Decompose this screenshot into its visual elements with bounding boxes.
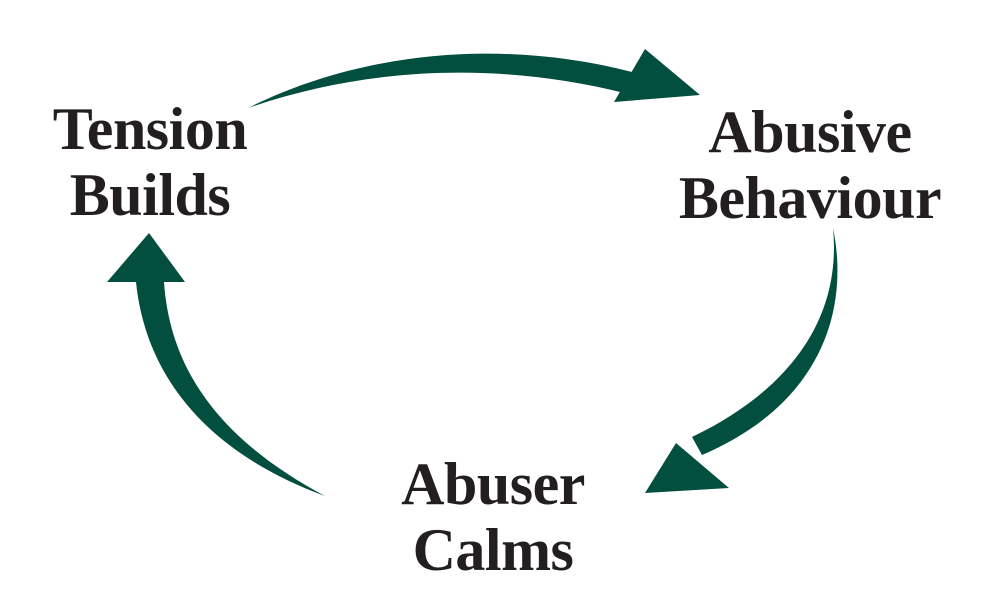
node-label-line: Behaviour (678, 165, 942, 231)
node-tension-builds: Tension Builds (30, 96, 270, 228)
node-abuser-calms: Abuser Calms (378, 451, 608, 583)
arrow-tension-to-abusive (248, 49, 700, 108)
node-abusive-behaviour: Abusive Behaviour (660, 99, 960, 231)
arrow-body (136, 282, 325, 496)
arrow-head (614, 49, 700, 102)
arrow-body (692, 228, 838, 455)
node-label-line: Builds (69, 162, 231, 228)
arrow-calms-to-tension (107, 233, 325, 496)
node-label-line: Abusive (708, 99, 912, 165)
node-label-line: Calms (412, 517, 574, 583)
arrow-abusive-to-calms (645, 228, 838, 493)
node-label-line: Tension (52, 96, 248, 162)
arrow-head (107, 233, 185, 282)
arrow-body (248, 53, 632, 108)
node-label-line: Abuser (401, 451, 585, 517)
arrow-head (645, 443, 729, 493)
